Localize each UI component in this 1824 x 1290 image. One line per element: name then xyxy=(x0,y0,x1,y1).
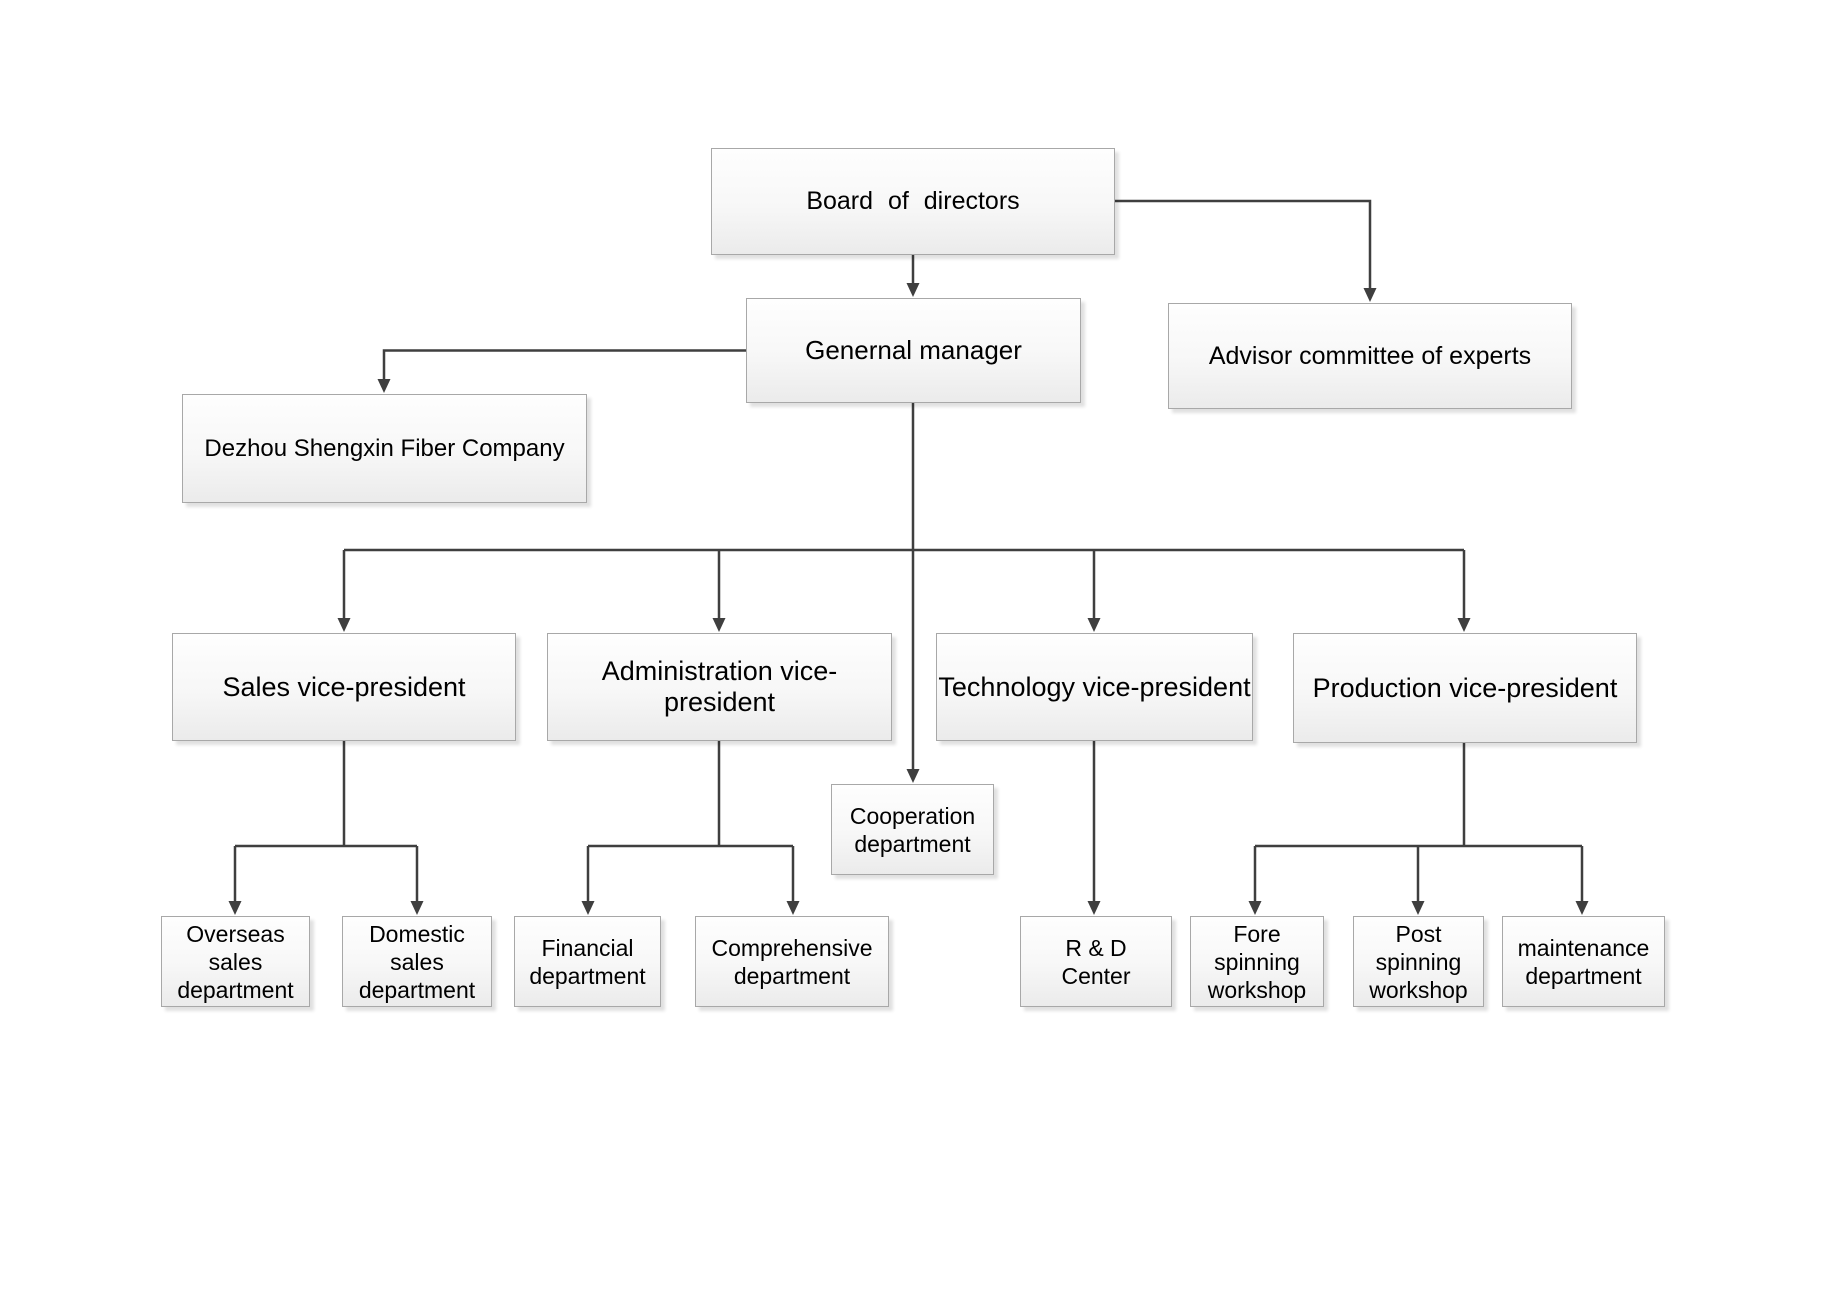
node-maintenance-department: maintenance department xyxy=(1502,916,1665,1007)
connector-board-to-general-manager xyxy=(906,255,920,297)
node-advisor-committee: Advisor committee of experts xyxy=(1168,303,1572,409)
connector-board-to-advisor-committee xyxy=(1113,199,1377,302)
node-cooperation-department-label: Cooperation department xyxy=(849,802,976,857)
node-cooperation-department: Cooperation department xyxy=(831,784,994,875)
node-administration-vice-president-label: Administration vice-president xyxy=(601,656,838,717)
node-maintenance-department-label: maintenance department xyxy=(1517,934,1650,989)
node-financial-department-label: Financial department xyxy=(529,934,646,989)
connector-sales-vp-children xyxy=(228,741,424,915)
node-post-spinning-workshop-label: Post spinning workshop xyxy=(1369,920,1468,1003)
connector-gm-to-dezhou-company xyxy=(377,349,746,393)
node-production-vice-president: Production vice-president xyxy=(1293,633,1637,743)
node-technology-vice-president-label: Technology vice-president xyxy=(938,671,1251,702)
node-administration-vice-president: Administration vice-president xyxy=(547,633,892,741)
node-sales-vice-president-label: Sales vice-president xyxy=(222,671,466,702)
node-comprehensive-department: Comprehensive department xyxy=(695,916,889,1007)
node-financial-department: Financial department xyxy=(514,916,661,1007)
node-domestic-sales-department-label: Domestic sales department xyxy=(358,920,476,1003)
connector-admin-vp-children xyxy=(581,741,800,915)
node-rd-center: R & D Center xyxy=(1020,916,1172,1007)
node-advisor-committee-label: Advisor committee of experts xyxy=(1208,341,1532,370)
node-fore-spinning-workshop: Fore spinning workshop xyxy=(1190,916,1324,1007)
node-fore-spinning-workshop-label: Fore spinning workshop xyxy=(1207,920,1307,1003)
node-dezhou-shengxin-fiber-company-label: Dezhou Shengxin Fiber Company xyxy=(204,434,565,462)
node-overseas-sales-department-label: Overseas sales department xyxy=(177,920,294,1003)
node-general-manager-label: Genernal manager xyxy=(805,335,1022,365)
node-post-spinning-workshop: Post spinning workshop xyxy=(1353,916,1484,1007)
node-domestic-sales-department: Domestic sales department xyxy=(342,916,492,1007)
connector-tech-vp-to-rd-center xyxy=(1087,741,1101,915)
node-board-of-directors-label: Board of directors xyxy=(806,187,1020,215)
node-comprehensive-department-label: Comprehensive department xyxy=(711,934,873,989)
connector-vp-bus xyxy=(337,548,1471,632)
node-board-of-directors: Board of directors xyxy=(711,148,1115,255)
node-general-manager: Genernal manager xyxy=(746,298,1081,403)
node-sales-vice-president: Sales vice-president xyxy=(172,633,516,741)
connector-prod-vp-children xyxy=(1248,743,1589,915)
node-overseas-sales-department: Overseas sales department xyxy=(161,916,310,1007)
node-production-vice-president-label: Production vice-president xyxy=(1312,672,1618,703)
node-dezhou-shengxin-fiber-company: Dezhou Shengxin Fiber Company xyxy=(182,394,587,503)
node-rd-center-label: R & D Center xyxy=(1061,934,1131,989)
node-technology-vice-president: Technology vice-president xyxy=(936,633,1253,741)
connector-gm-to-cooperation-department xyxy=(906,403,920,783)
